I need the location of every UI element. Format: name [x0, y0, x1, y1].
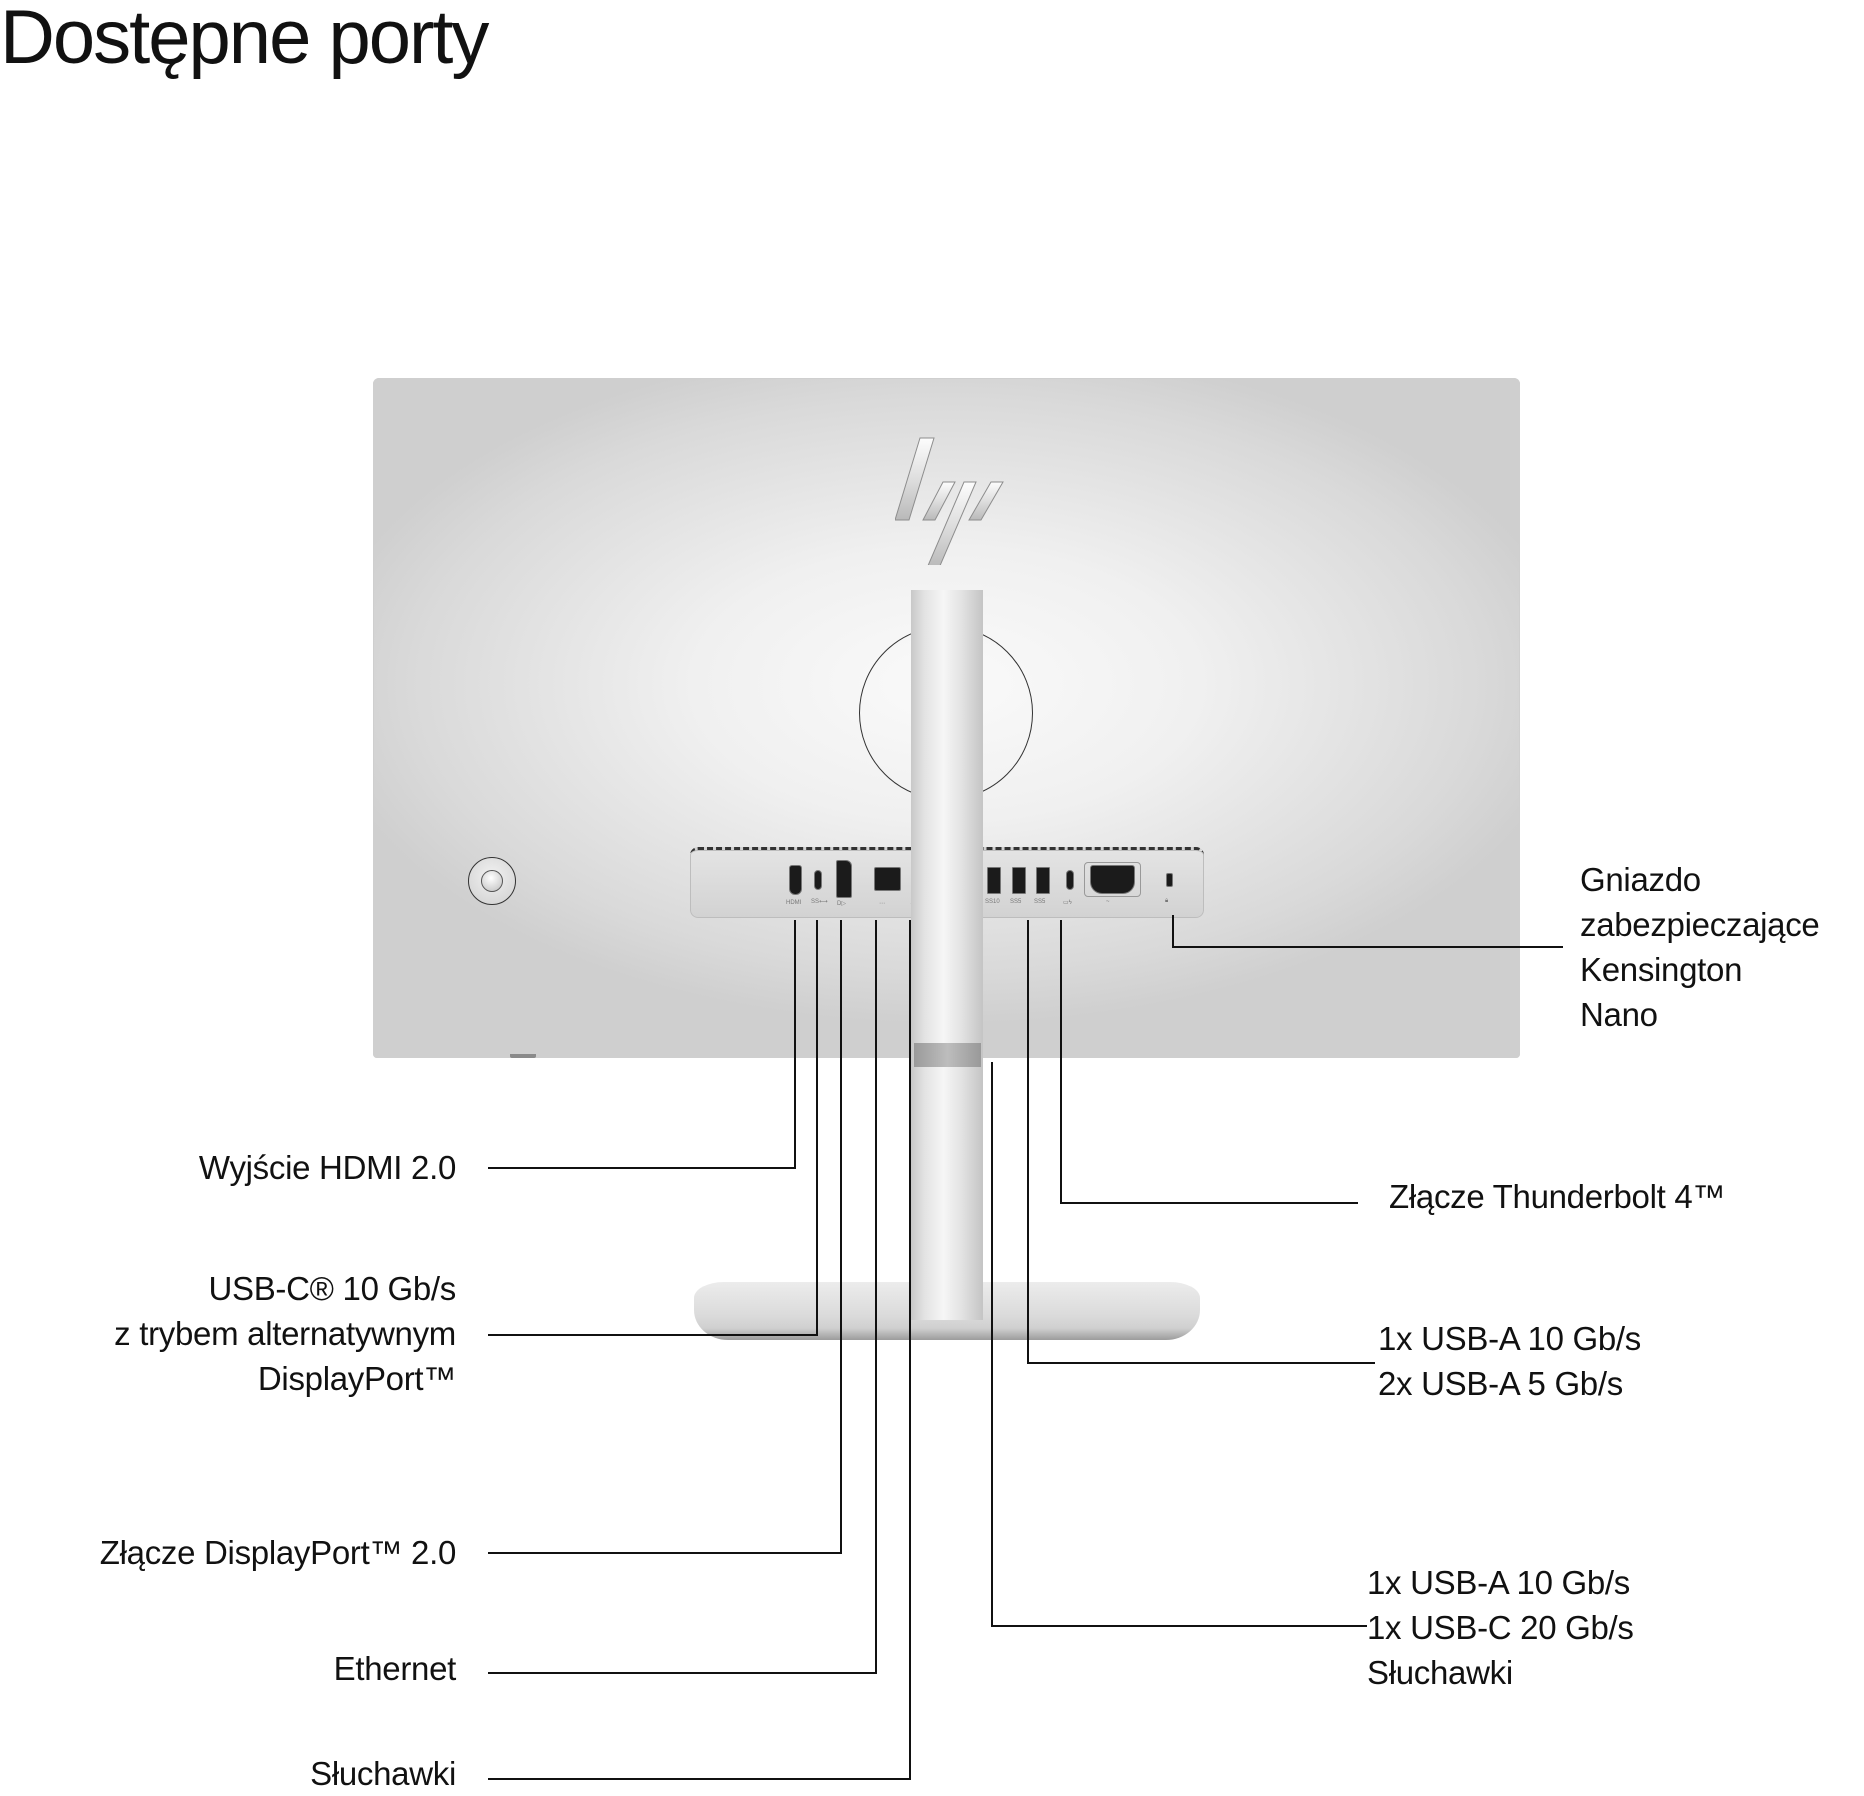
monitor-foot — [510, 1054, 536, 1058]
network-icon: ⋯ — [879, 901, 885, 907]
power-socket — [1090, 865, 1135, 894]
label-line: z trybem alternatywnym — [114, 1315, 456, 1352]
label-line: Gniazdo — [1580, 861, 1701, 898]
label-line: 1x USB-A 10 Gb/s — [1367, 1564, 1630, 1601]
label-line: 1x USB-A 10 Gb/s — [1378, 1320, 1641, 1357]
label-line: 1x USB-C 20 Gb/s — [1367, 1609, 1634, 1646]
leader-usbc — [488, 1334, 818, 1336]
stand-column — [911, 590, 983, 1320]
ac-power-icon: ~ — [1106, 899, 1110, 905]
label-line: zabezpieczające — [1580, 906, 1820, 943]
leader-thunderbolt — [1060, 1202, 1358, 1204]
label-headphones: Słuchawki — [310, 1751, 456, 1796]
label-usba-group: 1x USB-A 10 Gb/s 2x USB-A 5 Gb/s — [1378, 1316, 1641, 1406]
label-line: Słuchawki — [1367, 1654, 1513, 1691]
label-line: DisplayPort™ — [257, 1360, 456, 1397]
usb-a-5gbps-port-1 — [1012, 867, 1026, 894]
leader-front-group — [991, 1062, 993, 1627]
leader-kensington — [1172, 946, 1563, 948]
label-thunderbolt: Złącze Thunderbolt 4™ — [1389, 1174, 1725, 1219]
label-line: Ethernet — [333, 1650, 457, 1687]
leader-displayport — [840, 920, 842, 1554]
label-line: Nano — [1580, 996, 1658, 1033]
usb-a-10gbps-port — [987, 867, 1001, 894]
ss5-icon: SS5 — [1034, 899, 1046, 905]
label-displayport: Złącze DisplayPort™ 2.0 — [99, 1530, 457, 1575]
label-hdmi: Wyjście HDMI 2.0 — [199, 1145, 456, 1190]
label-kensington: Gniazdo zabezpieczające Kensington Nano — [1580, 857, 1820, 1037]
kensington-slot — [1166, 873, 1173, 887]
stand-collar — [914, 1043, 981, 1067]
leader-headphones — [488, 1778, 911, 1780]
leader-hdmi — [488, 1167, 796, 1169]
label-front-group: 1x USB-A 10 Gb/s 1x USB-C 20 Gb/s Słucha… — [1367, 1560, 1634, 1695]
hp-logo-icon — [895, 437, 1004, 565]
usb-a-5gbps-port-2 — [1036, 867, 1050, 894]
leader-thunderbolt — [1060, 920, 1062, 1204]
leader-usba-group — [1027, 1362, 1375, 1364]
label-line: 2x USB-A 5 Gb/s — [1378, 1365, 1623, 1402]
lock-icon: 🔒︎ — [1165, 898, 1169, 904]
usb-c-port — [814, 870, 822, 890]
hdmi-icon: HDMI — [786, 900, 802, 906]
hdmi-port — [789, 865, 802, 895]
label-line: Złącze DisplayPort™ 2.0 — [99, 1534, 457, 1571]
leader-ethernet — [875, 920, 877, 1674]
ethernet-port — [874, 867, 901, 891]
thunderbolt-icon: ▭ϟ — [1063, 900, 1072, 906]
leader-front-group — [991, 1625, 1367, 1627]
ss10-icon: SS10 — [985, 899, 1000, 905]
displayport-icon: D▷ — [837, 901, 846, 907]
leader-headphones — [909, 920, 911, 1780]
leader-usbc — [816, 920, 818, 1336]
label-line: USB-C® 10 Gb/s — [208, 1270, 456, 1307]
power-joystick-button[interactable] — [468, 857, 516, 905]
leader-ethernet — [488, 1672, 877, 1674]
leader-usba-group — [1027, 920, 1029, 1364]
power-inlet — [1084, 862, 1141, 897]
label-line: Złącze Thunderbolt 4™ — [1389, 1178, 1726, 1215]
leader-hdmi — [794, 920, 796, 1169]
label-ethernet: Ethernet — [333, 1646, 457, 1691]
leader-displayport — [488, 1552, 842, 1554]
usb-c-dp-icon: SS⟷ — [811, 899, 828, 905]
page-title: Dostępne porty — [0, 0, 489, 80]
label-line: Słuchawki — [310, 1755, 456, 1792]
label-line: Wyjście HDMI 2.0 — [198, 1149, 456, 1186]
thunderbolt-port — [1066, 870, 1074, 890]
displayport-port — [836, 860, 852, 898]
label-line: Kensington — [1580, 951, 1743, 988]
joystick-center — [481, 870, 503, 892]
ss5-icon: SS5 — [1010, 899, 1022, 905]
label-usbc: USB-C® 10 Gb/s z trybem alternatywnym Di… — [114, 1266, 456, 1401]
leader-kensington — [1172, 915, 1174, 948]
